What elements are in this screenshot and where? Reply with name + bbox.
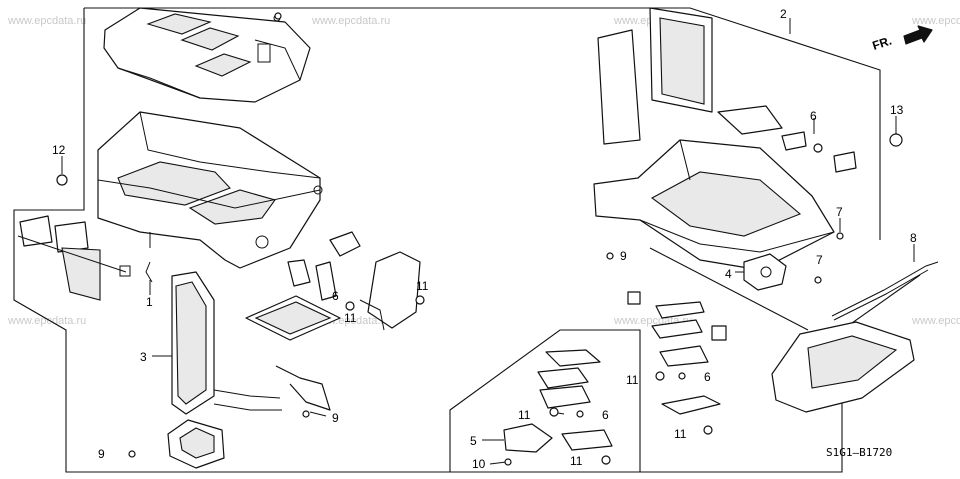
callout-4: 4 xyxy=(725,267,732,281)
callout-13: 13 xyxy=(890,103,904,117)
callout-6: 6 xyxy=(602,408,609,422)
rear-duct xyxy=(771,321,915,413)
callout-11: 11 xyxy=(518,408,531,422)
heater-unit-case xyxy=(97,111,323,269)
callout-6: 6 xyxy=(704,370,711,384)
callout-3: 3 xyxy=(140,350,147,364)
watermark-text: www.epcdata.ru xyxy=(911,315,960,327)
leader-lines xyxy=(61,18,915,465)
callout-7: 7 xyxy=(836,205,843,219)
upper-case-plates xyxy=(597,7,857,173)
part-callouts: 1 2 3 4 5 6 6 6 6 7 7 8 9 9 9 10 11 11 1… xyxy=(52,7,917,471)
filter-panel xyxy=(245,295,341,341)
callout-5: 5 xyxy=(470,434,477,448)
callout-11: 11 xyxy=(344,311,357,325)
callout-7: 7 xyxy=(816,253,823,267)
callout-11: 11 xyxy=(674,427,687,441)
callout-6: 6 xyxy=(332,289,339,303)
callout-2: 2 xyxy=(780,7,787,21)
callout-9: 9 xyxy=(332,411,339,425)
lower-duct xyxy=(167,419,225,469)
callout-8: 8 xyxy=(910,231,917,245)
callout-11: 11 xyxy=(626,373,639,387)
mode-motor xyxy=(743,253,787,291)
linkage-subassembly xyxy=(503,291,727,453)
mount-bracket xyxy=(275,365,331,411)
fasteners xyxy=(56,12,903,466)
callout-9: 9 xyxy=(620,249,627,263)
door-linkages-center xyxy=(287,231,421,331)
callout-11: 11 xyxy=(570,454,583,468)
heater-core xyxy=(171,271,282,415)
callout-12: 12 xyxy=(52,143,66,157)
front-direction-arrow: FR. xyxy=(871,25,933,53)
callout-11: 11 xyxy=(416,279,429,293)
callout-1: 1 xyxy=(146,295,153,309)
watermark-text: www.epcdata.ru xyxy=(7,15,86,27)
upper-heater-housing xyxy=(103,7,311,103)
callout-9: 9 xyxy=(98,447,105,461)
drawing-code: S1G1—B1720 xyxy=(826,446,892,459)
callout-10: 10 xyxy=(472,457,486,471)
callout-6: 6 xyxy=(810,109,817,123)
direction-label: FR. xyxy=(871,34,894,53)
lower-blower-case xyxy=(593,139,835,271)
cable-linkage-left xyxy=(17,215,153,301)
watermark-text: www.epcdata.ru xyxy=(911,15,960,27)
control-cable xyxy=(831,261,939,321)
watermark-text: www.epcdata.ru xyxy=(7,315,86,327)
watermark-text: www.epcdata.ru xyxy=(311,15,390,27)
